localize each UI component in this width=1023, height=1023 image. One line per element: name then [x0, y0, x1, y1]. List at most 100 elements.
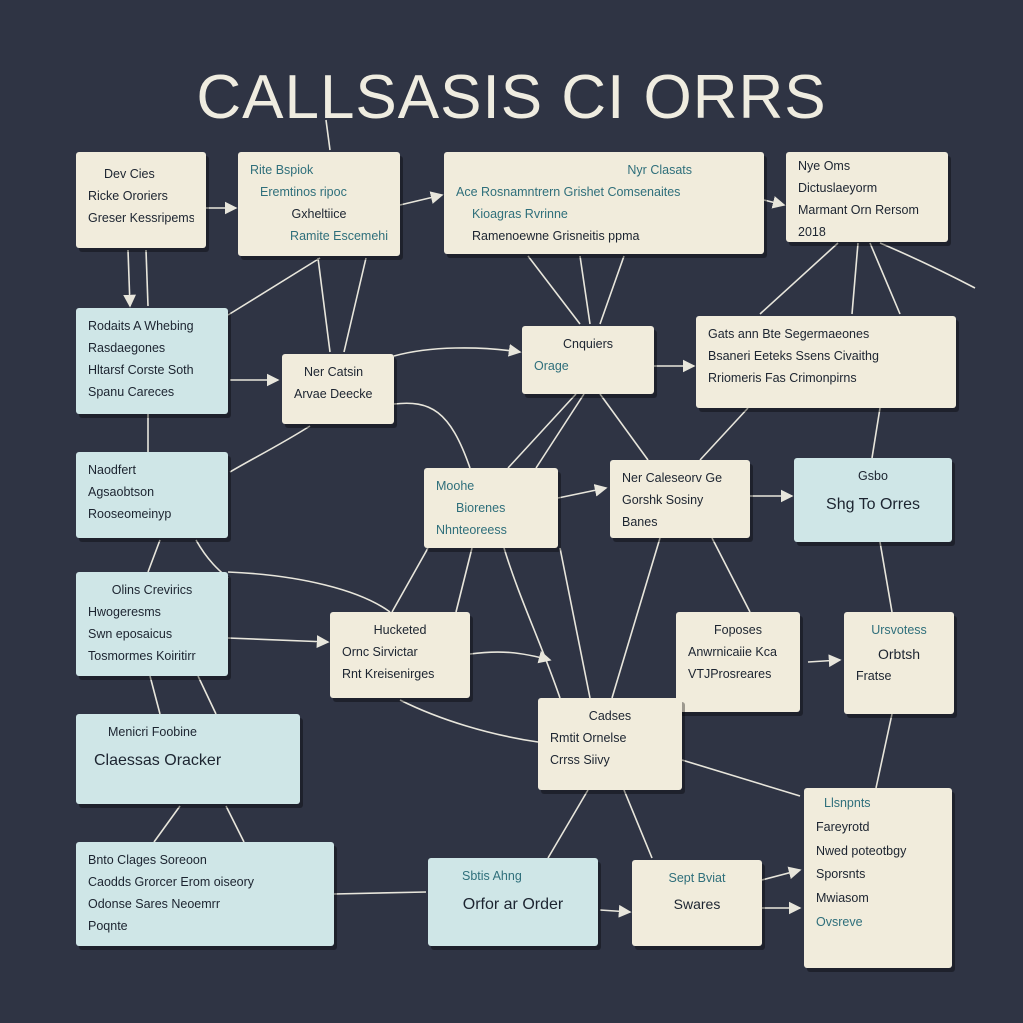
node-text: Orbtsh [877, 645, 920, 662]
node-n18[interactable]: Cadses Rmtit Ornelse Crrss Siivy [538, 698, 682, 790]
node-text: Rasdaegones [88, 340, 166, 355]
node-text: Caodds Grorcer Erom oiseory [88, 874, 255, 889]
edge [547, 789, 589, 859]
edge [879, 242, 976, 289]
node-n20[interactable]: Bnto Clages Soreoon Caodds Grorcer Erom … [76, 842, 334, 946]
node-text: Marmant Orn Rersom [798, 202, 919, 217]
node-n16[interactable]: Ursvotess Orbtsh Fratse [844, 612, 954, 714]
node-n19[interactable]: Llsnpnts Fareyrotd Nwed poteotbgy Sporsn… [804, 788, 952, 968]
node-n6[interactable]: Ner Catsin Arvae Deecke [282, 354, 394, 424]
node-text: Sbtis Ahng [462, 869, 522, 883]
edge [579, 255, 591, 325]
node-text: Biorenes [456, 500, 506, 515]
node-n22[interactable]: Sept Bviat Swares [632, 860, 762, 946]
edge [149, 675, 161, 715]
node-text: Orfor ar Order [462, 895, 564, 913]
node-n1[interactable]: Dev Cies Ricke Ororiers Greser Kessripem… [76, 152, 206, 248]
edge [807, 654, 842, 668]
node-n14[interactable]: Hucketed Ornc Sirvictar Rnt Kreisenirges [330, 612, 470, 698]
node-text: Greser Kessripems [88, 210, 194, 225]
node-text: Rriomeris Fas Crimonpirns [708, 370, 857, 385]
node-text: Claessas Oracker [94, 751, 222, 769]
edge [507, 393, 577, 469]
edge [871, 407, 881, 459]
edge [145, 249, 149, 307]
node-text: Ricke Ororiers [88, 188, 168, 203]
node-text: Mwiasom [816, 891, 869, 905]
node-text: Nyr Clasats [627, 163, 692, 177]
node-n3[interactable]: Nyr Clasats Ace Rosnamntrern Grishet Com… [444, 152, 764, 254]
node-text: Poqnte [88, 918, 128, 933]
node-n4[interactable]: Nye Oms Dictuslaeyorm Marmant Orn Rersom… [786, 152, 948, 242]
edge [317, 257, 331, 353]
node-text: Arvae Deecke [294, 386, 373, 401]
node-text: Gsbo [858, 469, 888, 483]
edge [123, 249, 136, 308]
edge [879, 541, 893, 613]
node-text: Bnto Clages Soreoon [88, 853, 207, 867]
node-n12[interactable]: Gsbo Shg To Orres [794, 458, 952, 542]
node-text: 2018 [798, 224, 826, 239]
edge [869, 242, 901, 315]
edge [147, 539, 161, 573]
node-text: Llsnpnts [824, 796, 871, 810]
node-text: Nye Oms [798, 159, 851, 173]
node-text: Cadses [588, 709, 632, 723]
node-text: Nhnteoreess [436, 522, 507, 537]
edge [527, 255, 581, 325]
node-text: Swares [673, 895, 721, 912]
node-text: Sporsnts [816, 867, 866, 882]
node-text: Crrss Siivy [550, 752, 610, 767]
edge [399, 699, 539, 743]
edge [763, 196, 786, 209]
edge [599, 393, 649, 461]
edge [197, 675, 217, 715]
edge [681, 759, 801, 797]
node-text: Ursvotess [871, 623, 927, 637]
node-text: Rmtit Ornelse [550, 730, 627, 745]
edge [469, 650, 552, 664]
node-n5[interactable]: Rodaits A Whebing Rasdaegones Hltarsf Co… [76, 308, 228, 414]
edge [229, 425, 311, 473]
node-n15[interactable]: Foposes Anwrnicaiie Kca VTJProsreares [676, 612, 800, 712]
edge [393, 402, 471, 469]
node-text: Banes [622, 514, 658, 529]
node-n9[interactable]: Naodfert Agsaobtson Rooseomeinyp [76, 452, 228, 538]
node-text: Rooseomeinyp [88, 506, 172, 521]
node-text: Cnquiers [562, 337, 614, 351]
node-n21[interactable]: Sbtis Ahng Orfor ar Order [428, 858, 598, 946]
edge [343, 257, 367, 353]
node-text: Orage [534, 358, 569, 373]
node-n7[interactable]: Cnquiers Orage [522, 326, 654, 394]
node-text: Dev Cies [104, 167, 155, 181]
node-text: Hltarsf Corste Soth [88, 362, 194, 377]
edge [325, 119, 331, 151]
edge [611, 537, 661, 699]
node-n2[interactable]: Rite Bspiok Eremtinos ripoc Gxheltiice R… [238, 152, 400, 256]
edge [227, 257, 321, 316]
node-text: Ornc Sirvictar [342, 644, 418, 659]
node-text: Gats ann Bte Segermaeones [708, 327, 870, 341]
edge [391, 547, 429, 613]
node-text: Rnt Kreisenirges [342, 666, 435, 681]
edge [455, 547, 473, 613]
node-n11[interactable]: Ner Caleseorv Ge Gorshk Sosiny Banes [610, 460, 750, 538]
node-text: Odonse Sares Neoemrr [88, 896, 221, 911]
node-text: Olins Crevirics [111, 583, 193, 597]
node-text: Ramenoewne Grisneitis ppma [472, 228, 640, 243]
node-text: Nwed poteotbgy [816, 843, 907, 858]
node-text: Fratse [856, 669, 892, 684]
edge [333, 891, 427, 895]
edge [399, 191, 444, 206]
edge [851, 242, 859, 315]
node-n13[interactable]: Olins Crevirics Hwogeresms Swn eposaicus… [76, 572, 228, 676]
node-text: Tosmormes Koiritirr [88, 648, 196, 663]
node-n10[interactable]: Moohe Biorenes Nhnteoreess [424, 468, 558, 548]
node-text: Dictuslaeyorm [798, 180, 878, 195]
node-text: Rodaits A Whebing [88, 319, 194, 333]
node-n8[interactable]: Gats ann Bte Segermaeones Bsaneri Eeteks… [696, 316, 956, 408]
edge [599, 255, 625, 325]
node-text: Ner Caleseorv Ge [622, 471, 723, 485]
node-n17[interactable]: Menicri Foobine Claessas Oracker [76, 714, 300, 804]
node-text: Agsaobtson [88, 484, 155, 499]
